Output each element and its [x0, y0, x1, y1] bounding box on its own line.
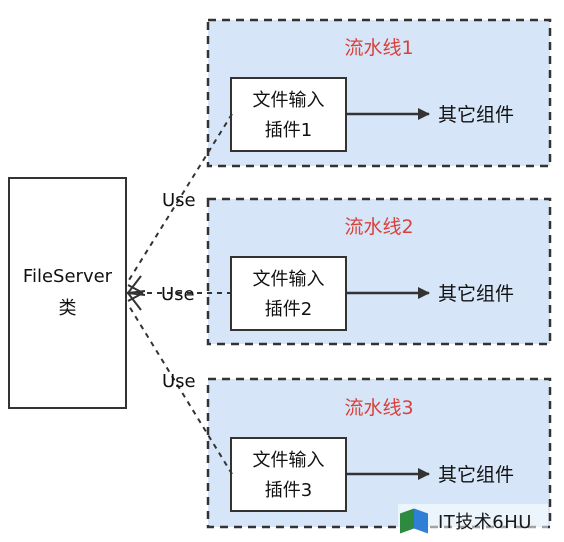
pipeline-1-other-components: 其它组件: [438, 104, 514, 126]
pipeline-3-title: 流水线3: [344, 397, 413, 419]
use-label-3: Use: [162, 371, 196, 392]
watermark-logo-icon: [398, 507, 432, 535]
pipeline-3-plugin-line1: 文件输入: [253, 450, 325, 471]
watermark-text: IT技术6HU: [438, 512, 532, 533]
pipeline-1-plugin-line1: 文件输入: [253, 90, 325, 111]
pipeline-3-plugin-box: [230, 437, 347, 512]
pipeline-1-plugin-line2: 插件1: [265, 120, 312, 141]
pipeline-1-plugin-box: [230, 77, 347, 152]
pipeline-2-plugin-line2: 插件2: [265, 299, 312, 320]
pipeline-2-title: 流水线2: [344, 216, 413, 238]
fileserver-class: FileServer 类: [8, 177, 127, 409]
pipeline-2-plugin-line1: 文件输入: [253, 269, 325, 290]
use-connectors: [125, 113, 233, 475]
use-open-arrowheads: [125, 275, 146, 311]
pipeline-3-plugin-line2: 插件3: [265, 480, 312, 501]
watermark: IT技术6HU: [398, 504, 548, 538]
use-connector-3: [128, 305, 233, 475]
pipeline-3-other-components: 其它组件: [438, 464, 514, 486]
use-connector-1: [128, 113, 233, 281]
use-label-2: Use: [161, 284, 195, 305]
fileserver-class-name: FileServer: [23, 266, 113, 287]
fileserver-class-box: [8, 177, 127, 409]
pipeline-2: 流水线2 文件输入 插件2 其它组件: [206, 197, 552, 346]
pipeline-1: 流水线1 文件输入 插件1 其它组件: [206, 18, 552, 168]
use-label-1: Use: [162, 190, 196, 211]
fileserver-class-label: 类: [59, 298, 77, 319]
pipeline-2-other-components: 其它组件: [438, 283, 514, 305]
pipeline-1-title: 流水线1: [344, 37, 413, 59]
pipeline-3: 流水线3 文件输入 插件3 其它组件: [206, 377, 552, 529]
